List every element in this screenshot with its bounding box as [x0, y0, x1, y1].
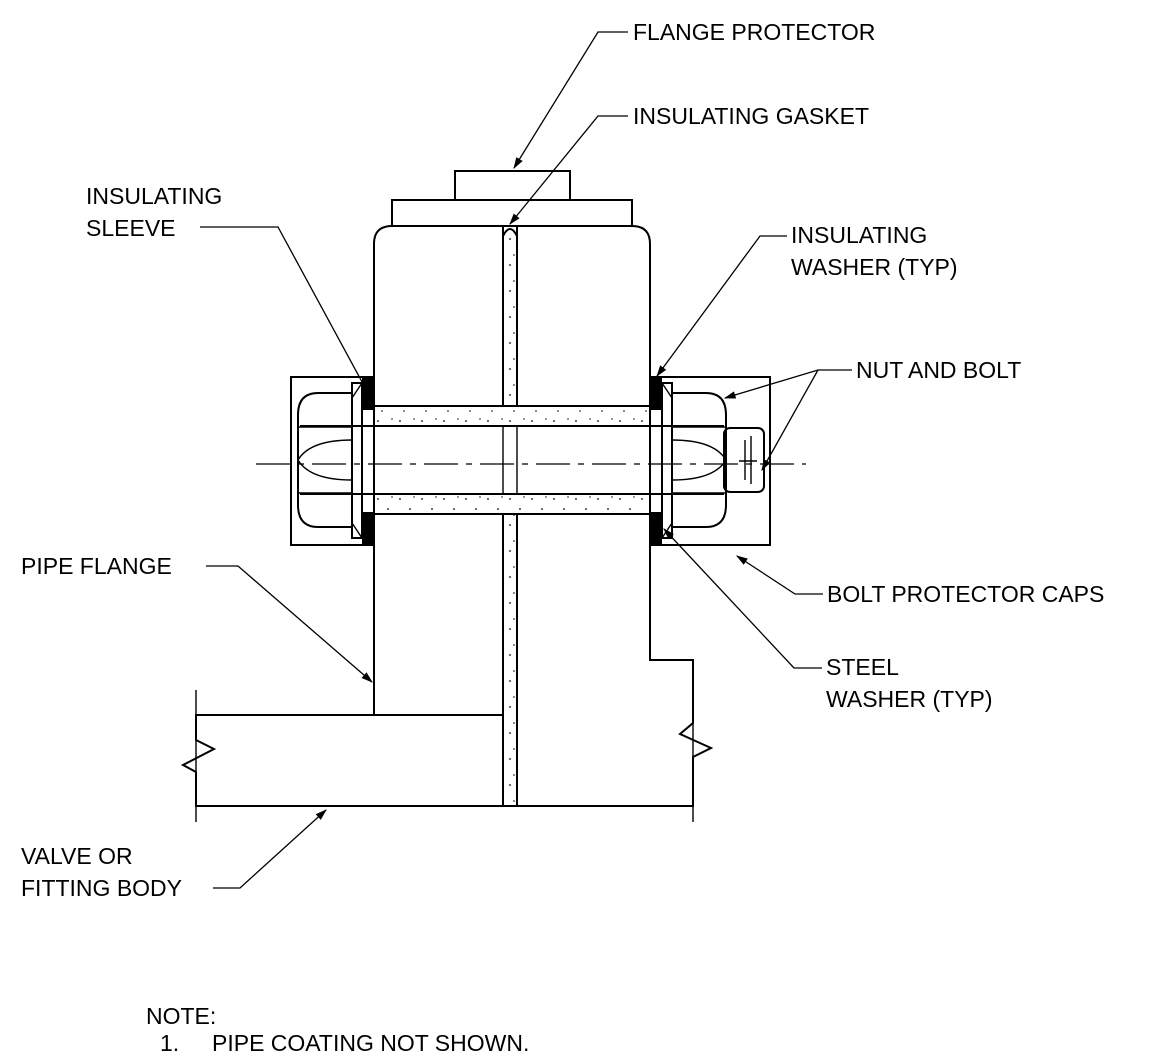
label-insulating-washer-line1: INSULATING	[791, 222, 927, 248]
note-heading: NOTE:	[146, 1003, 216, 1029]
label-insulating-gasket: INSULATING GASKET	[633, 103, 869, 129]
valve-body-shape	[180, 690, 504, 822]
label-insulating-washer-line2: WASHER (TYP)	[791, 254, 958, 280]
label-valve-body-line1: VALVE OR	[21, 843, 133, 869]
nut-right-shape	[661, 382, 727, 539]
nut-left-shape	[297, 382, 363, 539]
pipe-flange-right	[516, 225, 714, 822]
label-steel-washer-line1: STEEL	[826, 654, 899, 680]
label-bolt-protector-caps: BOLT PROTECTOR CAPS	[827, 581, 1104, 607]
label-valve-body-line2: FITTING BODY	[21, 875, 182, 901]
label-nut-and-bolt: NUT AND BOLT	[856, 357, 1021, 383]
insulating-gasket-shape	[502, 228, 518, 807]
label-flange-protector: FLANGE PROTECTOR	[633, 19, 875, 45]
leader-lines	[200, 31, 852, 889]
bolt-shaft-shape	[300, 425, 765, 495]
note-item-text: PIPE COATING NOT SHOWN.	[212, 1030, 529, 1056]
label-pipe-flange: PIPE FLANGE	[21, 553, 172, 579]
flange-protector-shape	[391, 170, 633, 227]
note-item-number: 1.	[160, 1030, 179, 1056]
label-insulating-sleeve-line2: SLEEVE	[86, 215, 176, 241]
label-insulating-sleeve-line1: INSULATING	[86, 183, 222, 209]
label-steel-washer-line2: WASHER (TYP)	[826, 686, 993, 712]
